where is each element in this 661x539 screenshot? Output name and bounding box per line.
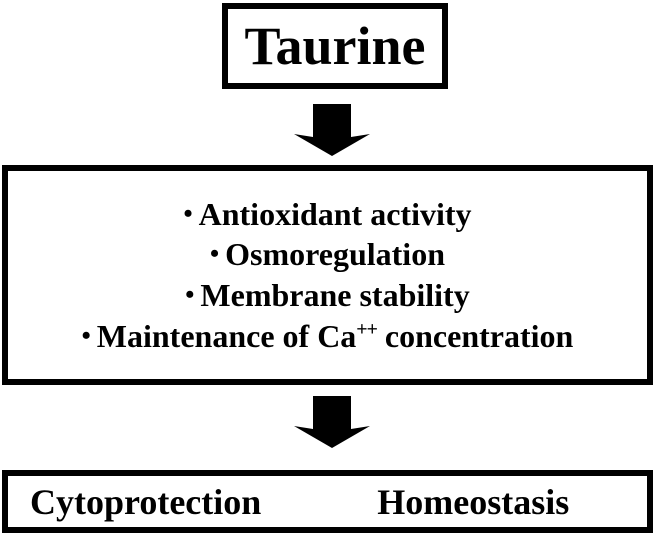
- list-item-label: Membrane stability: [200, 277, 470, 313]
- bullet-icon: •: [183, 198, 193, 228]
- list-item: •Antioxidant activity: [183, 195, 472, 232]
- homeostasis-label: Homeostasis: [377, 481, 570, 522]
- list-item-label: Antioxidant activity: [198, 195, 472, 232]
- outcomes-box: Cytoprotection Homeostasis: [2, 470, 653, 533]
- list-item: •Membrane stability: [185, 279, 469, 312]
- arrow-down-icon-1: [294, 104, 370, 156]
- taurine-box: Taurine: [222, 3, 448, 89]
- bullet-icon: •: [185, 280, 195, 309]
- taurine-label: Taurine: [244, 16, 426, 76]
- list-item: •Maintenance of Ca++ concentration: [81, 317, 574, 354]
- list-item-label-before: Maintenance of Ca: [96, 317, 357, 354]
- bullet-icon: •: [81, 320, 91, 350]
- cytoprotection-label: Cytoprotection: [30, 481, 262, 522]
- bullet-icon: •: [210, 239, 220, 269]
- list-item-label-after: concentration: [376, 317, 574, 354]
- list-item: •Osmoregulation: [210, 238, 445, 271]
- arrow-down-icon-2: [294, 396, 370, 448]
- list-item-label: Osmoregulation: [225, 236, 445, 273]
- functions-box: •Antioxidant activity •Osmoregulation •M…: [2, 165, 653, 385]
- list-item-superscript: ++: [356, 317, 378, 340]
